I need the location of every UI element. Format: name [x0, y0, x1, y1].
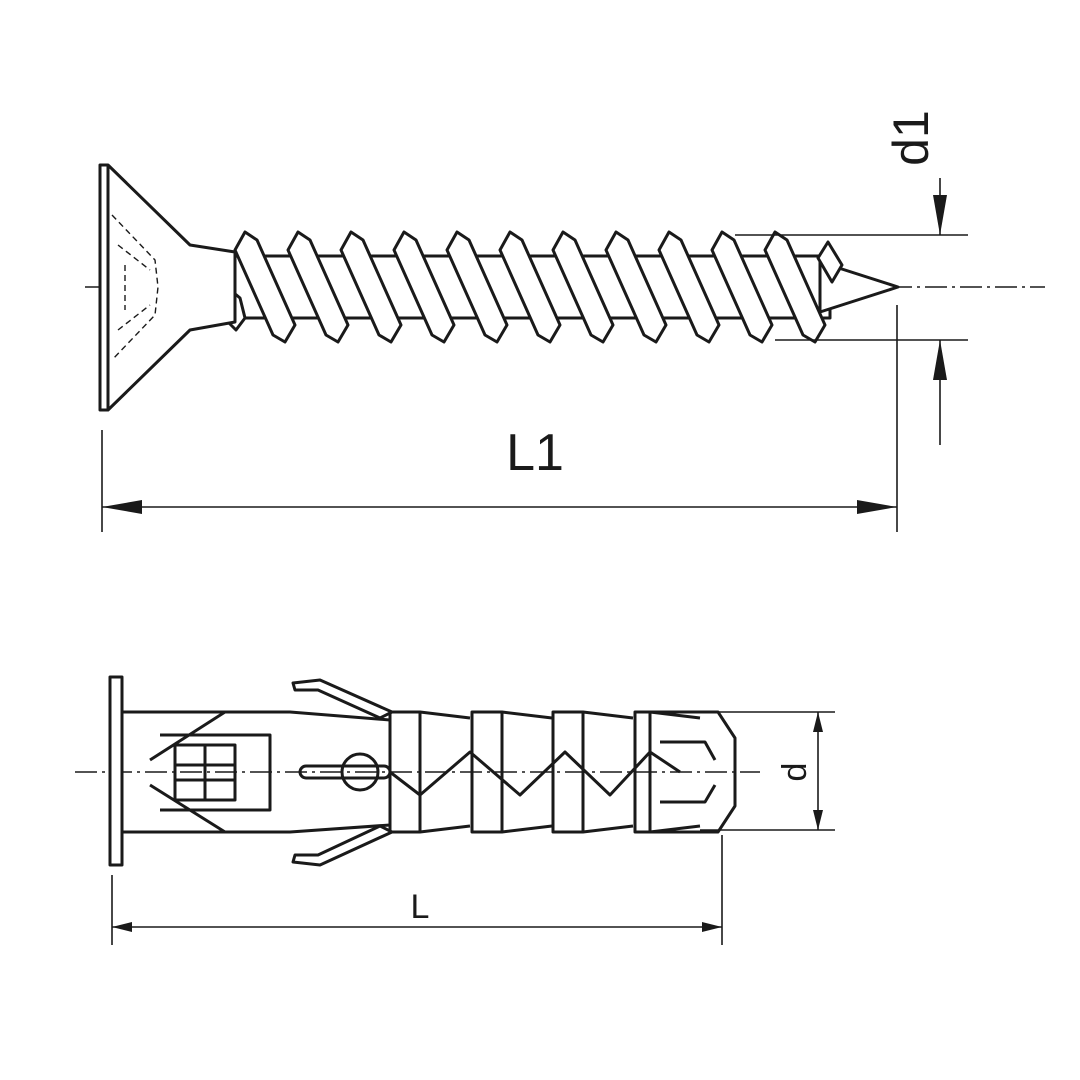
- dowel-rib: [470, 710, 553, 834]
- diameter-label-d1: d1: [883, 110, 939, 166]
- dowel-rib: [551, 710, 634, 834]
- thread-flight: [551, 230, 615, 344]
- thread-flight: [657, 230, 721, 344]
- thread-flight: [763, 230, 827, 344]
- length-label-l1: L1: [506, 424, 564, 482]
- thread-flight: [286, 230, 350, 344]
- thread-flight: [710, 230, 774, 344]
- screw-head: [98, 163, 237, 412]
- thread-flight: [339, 230, 403, 344]
- screw-tip-thread: [816, 240, 844, 284]
- length-label-l: L: [411, 888, 430, 926]
- screw-drawing: [85, 163, 1045, 412]
- dowel-ribs: [388, 710, 701, 834]
- dowel-rib: [388, 710, 471, 834]
- dimension-l: L: [111, 835, 723, 945]
- dimension-l1: L1: [101, 305, 898, 532]
- dowel-pin: [340, 752, 380, 792]
- thread-flight: [445, 230, 509, 344]
- screw-tip: [818, 260, 900, 314]
- dowel-wing-bottom: [291, 824, 394, 867]
- screw-threads: [218, 230, 832, 344]
- thread-flight: [392, 230, 456, 344]
- thread-flight: [233, 230, 297, 344]
- dowel-drawing: [75, 675, 760, 867]
- dowel-collar: [108, 675, 124, 867]
- diameter-label-d: d: [776, 763, 814, 782]
- thread-flight: [604, 230, 668, 344]
- dimension-d: d: [700, 711, 835, 831]
- thread-flight: [498, 230, 562, 344]
- dimension-d1: d1: [735, 110, 968, 445]
- dowel-wing-top: [291, 678, 394, 720]
- screw-recess-hidden-lines: [111, 214, 159, 361]
- dowel-zigzag: [389, 750, 681, 797]
